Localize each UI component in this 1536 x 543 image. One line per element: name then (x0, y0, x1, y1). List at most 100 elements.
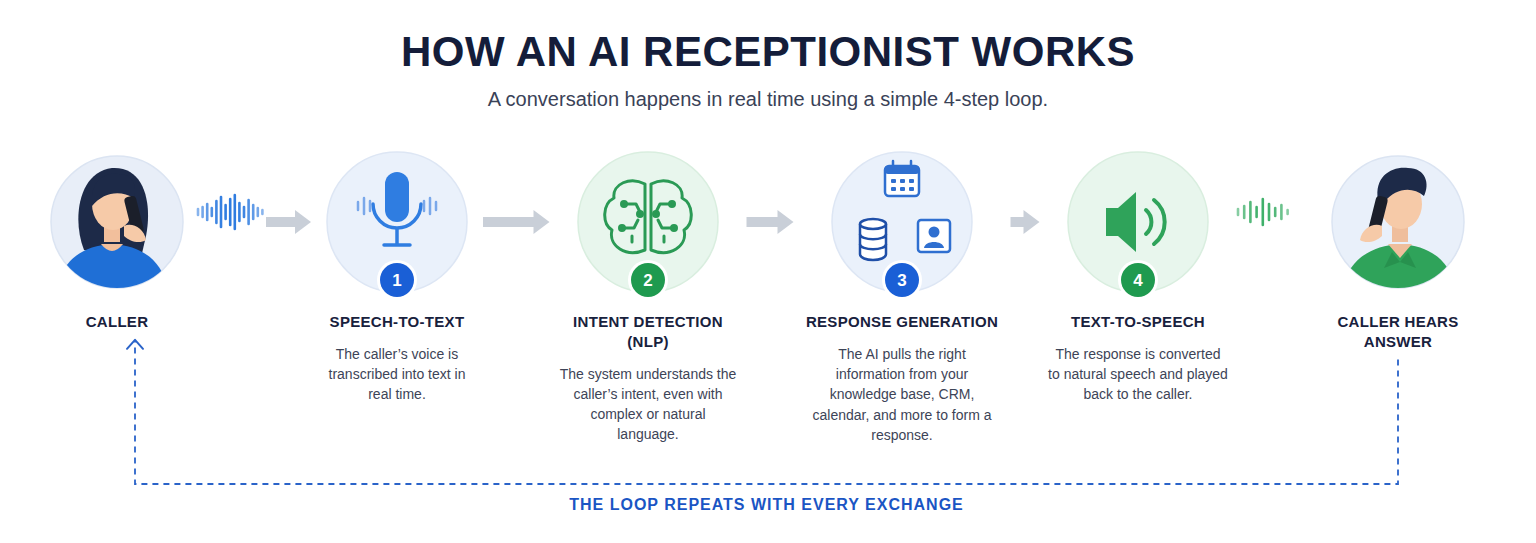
wave-stroke (197, 209, 200, 215)
step-circle (832, 152, 972, 292)
brain-icon (658, 220, 672, 228)
loop-connector-line (135, 340, 1398, 484)
wave-ground (194, 184, 266, 240)
sound-wave (358, 198, 436, 214)
wave-stroke (1274, 208, 1277, 216)
brain-icon (631, 236, 634, 242)
calendar-cell (909, 187, 914, 191)
woman-caller-figure (56, 168, 170, 300)
contact-card-icon (929, 227, 940, 238)
step-description: The caller’s voice is transcribed into t… (322, 344, 472, 405)
calendar-grid (891, 179, 914, 191)
process-step: INTENT DETECTION (NLP) The system underst… (556, 152, 741, 445)
wave-stroke (229, 199, 232, 225)
step-circle (327, 152, 467, 292)
wave-stroke (1255, 207, 1258, 217)
calendar-icon (910, 161, 913, 169)
wave-stroke (435, 202, 438, 210)
wave-stroke (247, 200, 250, 224)
callout-number: 4 (1133, 272, 1142, 289)
connector-line (483, 217, 536, 227)
voice-waveform (198, 195, 262, 229)
wave-stroke (363, 198, 366, 214)
icon-circle-space (1323, 152, 1473, 292)
wave-stroke (201, 207, 204, 217)
contact-card-icon (924, 242, 944, 248)
flow-connector (483, 210, 550, 234)
caller-node: CALLER HEARS ANSWER (1323, 152, 1473, 352)
wave-stroke (1249, 202, 1252, 222)
microphone-icon (373, 204, 421, 228)
connector-line (1011, 217, 1026, 227)
wave-stroke (238, 203, 241, 221)
wave-stroke (243, 207, 246, 217)
speaker-icon (1106, 192, 1165, 252)
callout-number: 3 (897, 272, 906, 289)
step-number-badge: 1 (380, 263, 414, 297)
icon-circle-space (42, 152, 192, 292)
voice-waveform (1238, 199, 1288, 225)
calendar-cell (891, 187, 896, 191)
connector-line (747, 217, 780, 227)
wave-stroke (369, 201, 372, 211)
wave-stroke (256, 208, 259, 216)
wave-stroke (234, 195, 237, 229)
step-description: The system understands the caller’s inte… (558, 364, 738, 445)
woman-caller-figure (101, 244, 123, 251)
brain-icon (638, 212, 643, 217)
arrow-head (534, 210, 550, 234)
arrow-head (778, 210, 794, 234)
database-icon (860, 219, 886, 229)
step-number-badge: 3 (885, 263, 919, 297)
step-number-badge: 2 (631, 263, 665, 297)
microphone-icon (395, 228, 399, 244)
calendar-cell (909, 179, 914, 183)
diagram-subtitle: A conversation happens in real time usin… (0, 88, 1536, 111)
brain-icon (654, 212, 659, 217)
brain-icon (663, 236, 666, 242)
database-icon (860, 244, 886, 249)
wave-stroke (1262, 199, 1265, 225)
speaker-icon (1146, 210, 1151, 234)
diagram-title: HOW AN AI RECEPTIONIST WORKS (0, 28, 1536, 76)
loop-label: THE LOOP REPEATS WITH EVERY EXCHANGE (563, 496, 970, 514)
microphone-icon (385, 172, 409, 222)
wave-stroke (1237, 209, 1240, 215)
calendar-icon (885, 166, 919, 174)
calendar-cell (900, 179, 905, 183)
wave-stroke (357, 202, 360, 210)
wave-stroke (211, 208, 214, 216)
wave-stroke (1280, 205, 1283, 219)
brain-icon (670, 202, 675, 207)
callout-number: 2 (643, 272, 652, 289)
contact-card-icon (918, 220, 950, 252)
step-circle (1068, 152, 1208, 292)
wave-stroke (220, 197, 223, 227)
arrow-head (295, 210, 311, 234)
step-heading: SPEECH-TO-TEXT (317, 312, 477, 332)
wave-stroke (224, 205, 227, 219)
step-circle (578, 152, 718, 292)
calendar-icon (885, 161, 919, 196)
flow-connector (127, 340, 1398, 484)
step-heading: CALLER HEARS ANSWER (1323, 312, 1473, 352)
man-caller-figure (1377, 168, 1426, 202)
wave-stroke (261, 210, 264, 214)
database-icon (860, 234, 886, 239)
wave-stroke (206, 204, 209, 220)
arrow-head (1024, 210, 1040, 234)
process-step: SPEECH-TO-TEXT The caller’s voice is tran… (317, 152, 477, 405)
wave-stroke (1286, 210, 1289, 214)
wave-stroke (429, 198, 432, 214)
step-heading: CALLER (42, 312, 192, 332)
brain-icon (672, 226, 677, 231)
brain-icon (624, 220, 638, 228)
arrow-head (127, 340, 143, 349)
speaker-icon (1106, 192, 1136, 252)
step-heading: INTENT DETECTION (NLP) (556, 312, 741, 352)
woman-caller-figure (124, 225, 146, 242)
flow-connector (1011, 210, 1040, 234)
